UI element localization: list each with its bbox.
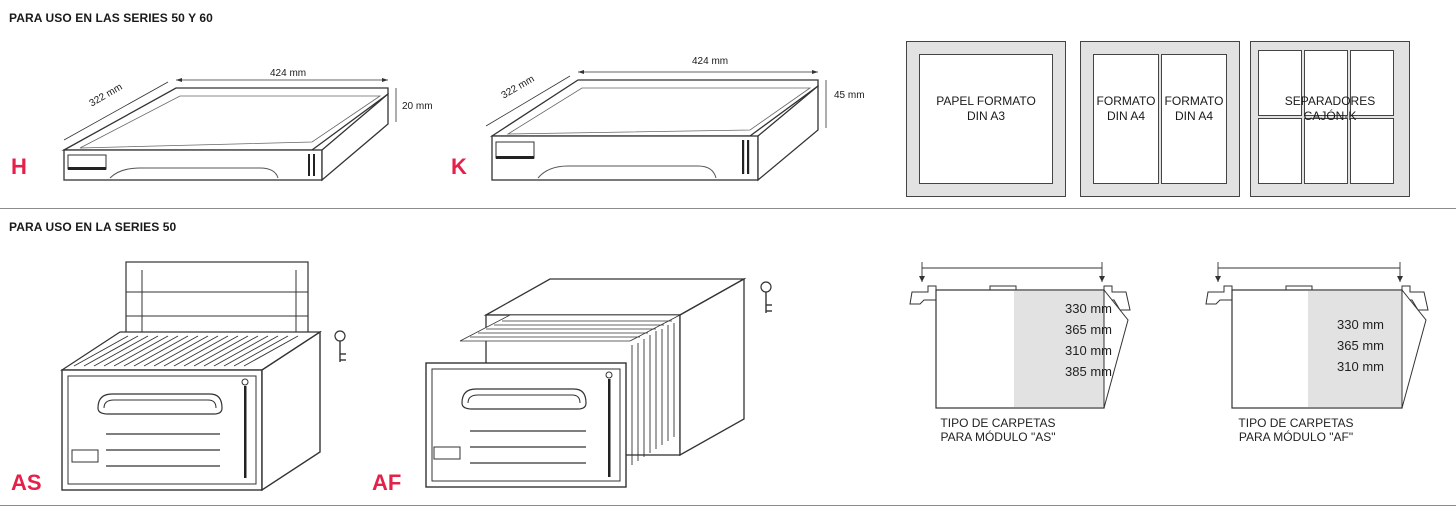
panel-a4-left-label: FORMATO DIN A4 [1096,94,1156,123]
tray-h-drawing [61,87,389,182]
tray-k-letter: K [451,154,467,179]
folder-as-measure: 365 mm [1065,322,1112,337]
separator-cell [1304,118,1348,184]
panel-separadores: SEPARADORES CAJÓN-K [1250,41,1410,197]
module-af-drawing [425,277,772,488]
folder-as-caption: TIPO DE CARPETAS PARA MÓDULO "AS" [940,416,1056,444]
separator-cell [1258,50,1302,116]
folder-af-measure: 310 mm [1337,359,1384,374]
panel-a4-right-label: FORMATO DIN A4 [1164,94,1224,123]
folder-af-drawing [1205,262,1429,409]
separator-cell [1350,50,1394,116]
tray-k-width: 424 mm [692,56,729,67]
section-heading-series-50-60: PARA USO EN LAS SERIES 50 Y 60 [9,11,213,25]
module-af-letter: AF [372,470,402,495]
tray-h-letter: H [11,154,27,179]
folder-af-measure: 330 mm [1337,317,1384,332]
folder-af-caption: TIPO DE CARPETAS PARA MÓDULO "AF" [1238,416,1354,444]
section-divider [0,208,1456,209]
section-divider-bottom [0,505,1456,506]
panel-a4-sheet-right [1161,54,1227,184]
folder-as-measure: 385 mm [1065,364,1112,379]
folder-as-drawing [909,262,1131,409]
tray-h-width: 424 mm [270,68,307,79]
panel-a4: FORMATO DIN A4 FORMATO DIN A4 [1080,41,1240,197]
tray-k-height: 45 mm [834,90,865,101]
folder-as-measure: 310 mm [1065,343,1112,358]
folder-as-measure: 330 mm [1065,301,1112,316]
tray-h-dimensions [63,78,397,141]
module-as-letter: AS [11,470,42,495]
folder-af-measures: 330 mm 365 mm 310 mm [1308,314,1384,377]
panel-a3-label: PAPEL FORMATO DIN A3 [936,94,1036,123]
folder-af-measure: 365 mm [1337,338,1384,353]
separator-cell [1258,118,1302,184]
tray-h-height: 20 mm [402,101,433,112]
tray-k-drawing [485,70,827,182]
separator-cell [1304,50,1348,116]
separator-cell [1350,118,1394,184]
panel-a3-sheet [919,54,1053,184]
panel-a3: PAPEL FORMATO DIN A3 [906,41,1066,197]
folder-as-measures: 330 mm 365 mm 310 mm 385 mm [1036,298,1112,382]
section-heading-series-50: PARA USO EN LA SERIES 50 [9,220,177,234]
panel-separadores-label: SEPARADORES CAJÓN-K [1284,94,1376,123]
module-as-drawing [59,261,346,492]
panel-a4-sheet-left [1093,54,1159,184]
